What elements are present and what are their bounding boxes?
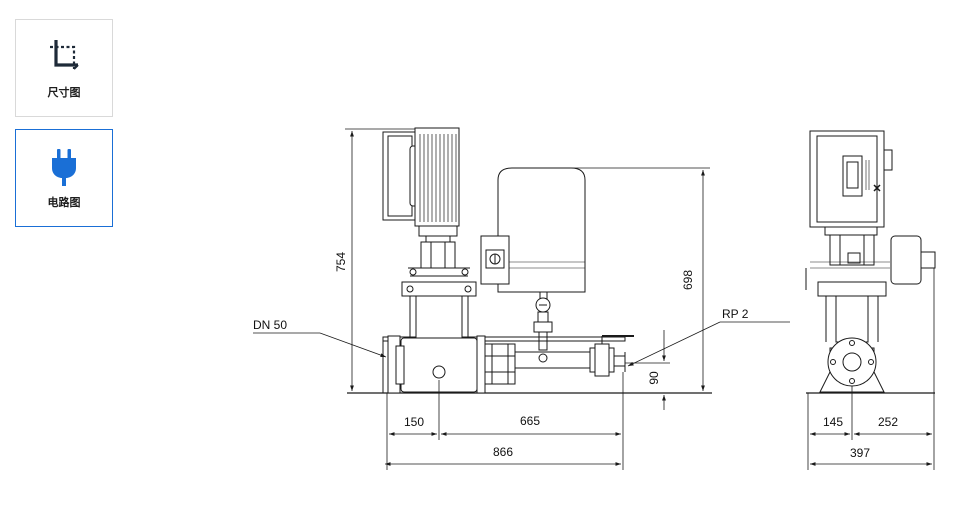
front-dimensions bbox=[253, 128, 790, 470]
inlet-offset-label: 150 bbox=[404, 415, 424, 429]
manifold-length-label: 665 bbox=[520, 414, 540, 428]
total-height-label: 754 bbox=[334, 252, 348, 272]
outlet-callout: RP 2 bbox=[722, 307, 749, 321]
side-dimensions bbox=[807, 268, 935, 470]
tab-dimension-drawing[interactable]: 尺寸图 bbox=[15, 19, 113, 117]
dimension-icon bbox=[16, 38, 112, 79]
pressure-tank bbox=[497, 167, 586, 293]
side-left-label: 145 bbox=[823, 415, 843, 429]
pump-motor bbox=[382, 127, 460, 243]
outlet-height-label: 90 bbox=[647, 371, 661, 385]
front-view bbox=[347, 127, 712, 394]
side-right-label: 252 bbox=[878, 415, 898, 429]
inlet-callout: DN 50 bbox=[253, 318, 287, 332]
side-view bbox=[805, 130, 936, 394]
tab-dimension-label: 尺寸图 bbox=[47, 87, 81, 99]
tank-height-label: 698 bbox=[681, 270, 695, 290]
tab-wiring-label: 电路图 bbox=[47, 197, 81, 209]
side-total-label: 397 bbox=[850, 446, 870, 460]
plug-icon bbox=[16, 148, 112, 193]
tab-wiring-diagram[interactable]: 电路图 bbox=[15, 129, 113, 227]
total-length-label: 866 bbox=[493, 445, 513, 459]
